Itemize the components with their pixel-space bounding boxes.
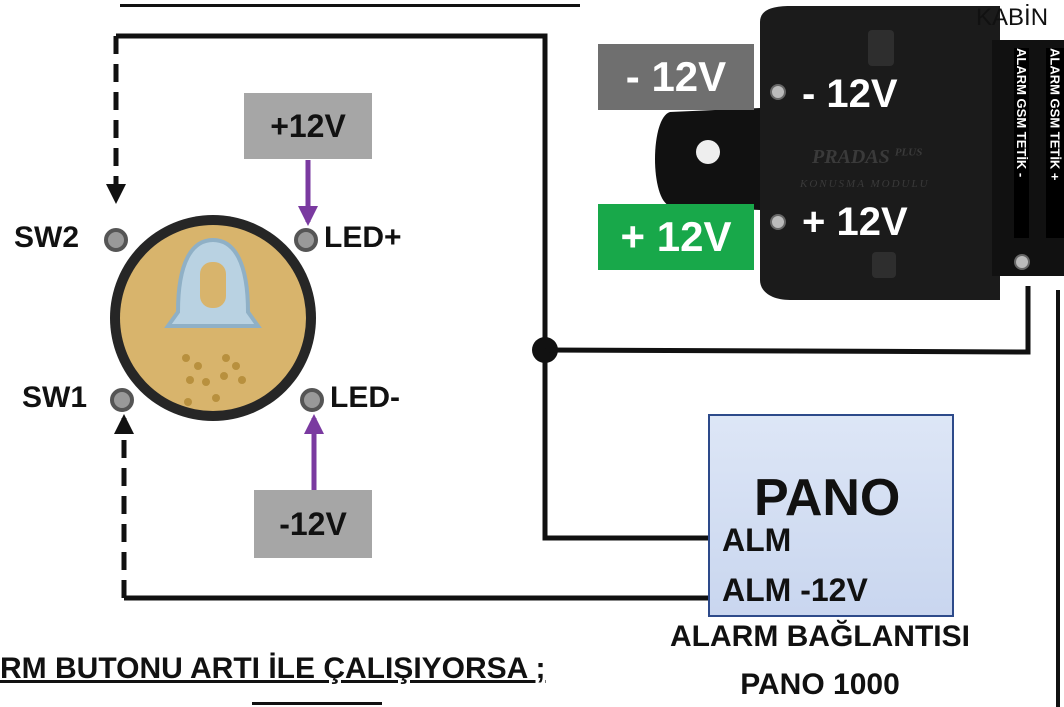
sw2-label: SW2: [14, 221, 80, 254]
module-brand-suffix: PLUS: [894, 146, 923, 159]
sw1-label: SW1: [22, 381, 88, 414]
led-minus-label: LED-: [330, 381, 400, 414]
kabin-label: KABİN: [976, 4, 1049, 31]
wire-to-alm: [542, 350, 712, 541]
braille-dots: [182, 354, 246, 406]
top-heading-underline: [120, 0, 580, 7]
bottom-heading-fragment-rule: [252, 702, 382, 705]
pano-alm: ALM: [722, 522, 792, 558]
led-plus-terminal: [294, 228, 318, 252]
module-brand: PRADAS PLUS: [812, 146, 922, 169]
pano-alm-minus: ALM -12V: [722, 572, 868, 608]
pano-title: PANO: [754, 469, 901, 527]
module-brand-name: PRADAS: [812, 146, 890, 168]
sw2-terminal: [104, 228, 128, 252]
plus-12v-terminal-label: + 12V: [802, 200, 908, 244]
sw1-terminal: [110, 388, 134, 412]
wire-junction-module: [544, 286, 1031, 355]
led-minus-supply-box: -12V: [254, 490, 372, 558]
caption-line1: ALARM BAĞLANTISI: [670, 620, 970, 653]
led-plus-supply-box: +12V: [244, 93, 372, 159]
led-plus-label: LED+: [324, 221, 402, 254]
plus-12v-badge: + 12V: [598, 204, 754, 270]
minus-12v-badge: - 12V: [598, 44, 754, 110]
module-brand-sub: KONUSMA MODULU: [800, 178, 930, 190]
pano-box: PANO ALM ALM -12V: [708, 414, 954, 617]
led-minus-terminal: [300, 388, 324, 412]
module-tag-gsm-minus: ALARM GSM TETİK -: [1014, 48, 1029, 238]
minus-12v-terminal-label: - 12V: [802, 72, 898, 116]
bottom-heading: RM BUTONU ARTI İLE ÇALIŞIYORSA ;: [0, 652, 546, 685]
caption-line2: PANO 1000: [740, 668, 900, 701]
module-tag-gsm-plus: ALARM GSM TETİK +: [1046, 48, 1064, 238]
